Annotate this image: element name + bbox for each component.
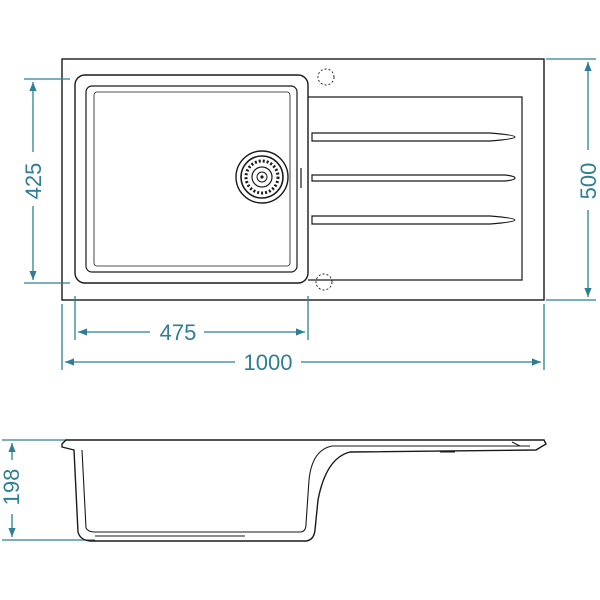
drainboard-groove-3 xyxy=(311,215,516,225)
drainboard-outline xyxy=(308,96,523,281)
side-profile-drip-edge xyxy=(440,441,530,453)
side-profile-inner xyxy=(81,445,520,533)
bowl-inner xyxy=(85,85,298,273)
dimension-total-length: 1000 xyxy=(244,350,293,375)
dimension-bowl-length: 475 xyxy=(160,320,197,345)
drainboard-groove-1 xyxy=(311,132,516,142)
drain-strainer-icon xyxy=(235,150,302,204)
drainboard-groove-2 xyxy=(311,174,516,182)
dimension-labels: 425 500 475 1000 198 xyxy=(0,150,600,514)
side-view xyxy=(61,439,547,542)
sink-outline xyxy=(61,58,545,301)
side-profile-outer xyxy=(61,439,547,542)
dimension-total-width: 500 xyxy=(576,163,600,200)
bowl-inner-edge xyxy=(93,91,291,267)
tap-hole-marker-icon xyxy=(315,68,335,291)
top-view xyxy=(61,58,545,301)
bowl-rim-outer xyxy=(74,74,309,284)
dimension-depth: 198 xyxy=(0,469,24,506)
dimension-bowl-width: 425 xyxy=(21,163,46,200)
